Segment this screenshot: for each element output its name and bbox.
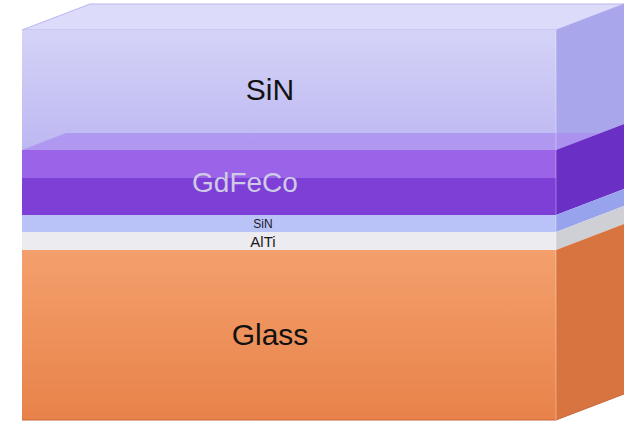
glass-front	[22, 250, 556, 420]
sin-cap-front	[22, 30, 556, 150]
layer-band: SiN	[22, 215, 504, 232]
alti-front	[22, 232, 556, 250]
layer-band: SiN	[22, 30, 518, 150]
layer-name: SiN	[246, 75, 294, 105]
sin-thin-front	[22, 215, 556, 232]
layer-name: SiN	[253, 218, 272, 230]
front-edge	[556, 30, 557, 420]
top-face	[22, 4, 624, 30]
layer-name: AlTi	[250, 234, 275, 249]
layer-name: GdFeCo	[192, 169, 298, 197]
layer-band: AlTi	[22, 232, 504, 250]
layer-band: Glass	[22, 250, 518, 420]
glass-side	[556, 224, 624, 420]
glass-bottom-edge	[22, 394, 624, 420]
gdfeco-top-face	[22, 133, 600, 150]
layer-band: GdFeCo	[22, 150, 468, 215]
layer-name: Glass	[232, 320, 309, 350]
